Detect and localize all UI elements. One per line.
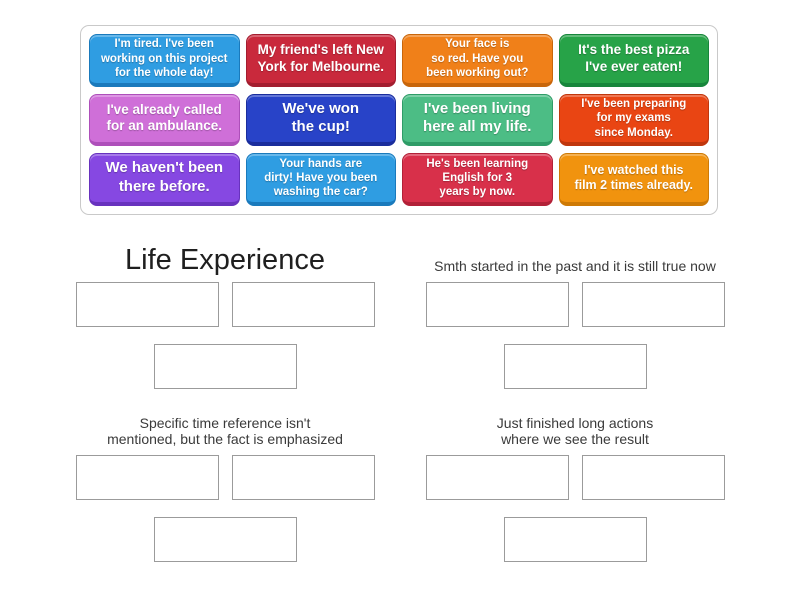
category-title: Just finished long actions where we see …	[496, 414, 654, 448]
card-label: I've watched this film 2 times already.	[574, 162, 694, 193]
sentence-card[interactable]: I've been living here all my life.	[402, 93, 553, 147]
card-label: I've been preparing for my exams since M…	[581, 97, 687, 139]
answer-slot[interactable]	[425, 282, 569, 327]
category-group: Life Experience	[75, 236, 375, 389]
category-title: Specific time reference isn't mentioned,…	[107, 414, 343, 448]
sentence-card[interactable]: We haven't been there before.	[89, 153, 240, 206]
category-title: Smth started in the past and it is still…	[434, 258, 716, 275]
card-label: I've been living here all my life.	[423, 99, 532, 136]
sentence-card[interactable]: Your hands are dirty! Have you been wash…	[245, 153, 396, 206]
card-label: I'm tired. I've been working on this pro…	[100, 38, 228, 80]
answer-slot[interactable]	[503, 344, 647, 389]
sentence-card[interactable]: He's been learning English for 3 years b…	[402, 153, 553, 206]
sentence-card[interactable]: Your face is so red. Have you been worki…	[402, 34, 553, 87]
answer-slot[interactable]	[75, 455, 219, 500]
card-label: It's the best pizza I've ever eaten!	[578, 41, 690, 74]
answer-slot[interactable]	[581, 282, 725, 327]
answer-slot[interactable]	[75, 282, 219, 327]
answer-slot[interactable]	[425, 455, 569, 500]
sentence-card[interactable]: We've won the cup!	[245, 93, 396, 147]
answer-slot[interactable]	[231, 282, 375, 327]
card-label: We've won the cup!	[282, 99, 360, 136]
slot-row	[425, 282, 725, 327]
category-group: Smth started in the past and it is still…	[425, 236, 725, 389]
card-label: Your hands are dirty! Have you been wash…	[264, 157, 378, 199]
sentence-card[interactable]: My friend's left New York for Melbourne.	[245, 34, 396, 87]
category-group: Just finished long actions where we see …	[425, 409, 725, 562]
category-group: Specific time reference isn't mentioned,…	[75, 409, 375, 562]
answer-slot[interactable]	[153, 344, 297, 389]
card-tray: I'm tired. I've been working on this pro…	[80, 25, 718, 215]
answer-slot[interactable]	[153, 517, 297, 562]
category-title-area: Smth started in the past and it is still…	[385, 236, 765, 282]
card-label: I've already called for an ambulance.	[106, 101, 223, 134]
category-title-area: Specific time reference isn't mentioned,…	[35, 409, 415, 455]
slot-row	[75, 455, 375, 500]
slot-row	[425, 455, 725, 500]
sentence-card[interactable]: It's the best pizza I've ever eaten!	[558, 34, 709, 87]
slot-row	[75, 517, 375, 562]
answer-slot[interactable]	[231, 455, 375, 500]
slot-row	[425, 344, 725, 389]
card-label: Your face is so red. Have you been worki…	[426, 38, 529, 80]
sentence-card[interactable]: I've been preparing for my exams since M…	[558, 93, 709, 147]
sentence-card[interactable]: I've already called for an ambulance.	[89, 93, 240, 147]
category-title: Life Experience	[125, 243, 325, 276]
slot-row	[425, 517, 725, 562]
slot-row	[75, 344, 375, 389]
category-title-area: Just finished long actions where we see …	[385, 409, 765, 455]
answer-slot[interactable]	[581, 455, 725, 500]
answer-slot[interactable]	[503, 517, 647, 562]
card-label: My friend's left New York for Melbourne.	[257, 41, 384, 74]
category-title-area: Life Experience	[35, 236, 415, 282]
card-label: He's been learning English for 3 years b…	[426, 157, 529, 199]
card-label: We haven't been there before.	[105, 159, 224, 196]
slot-row	[75, 282, 375, 327]
sentence-card[interactable]: I've watched this film 2 times already.	[558, 153, 709, 206]
sentence-card[interactable]: I'm tired. I've been working on this pro…	[89, 34, 240, 87]
